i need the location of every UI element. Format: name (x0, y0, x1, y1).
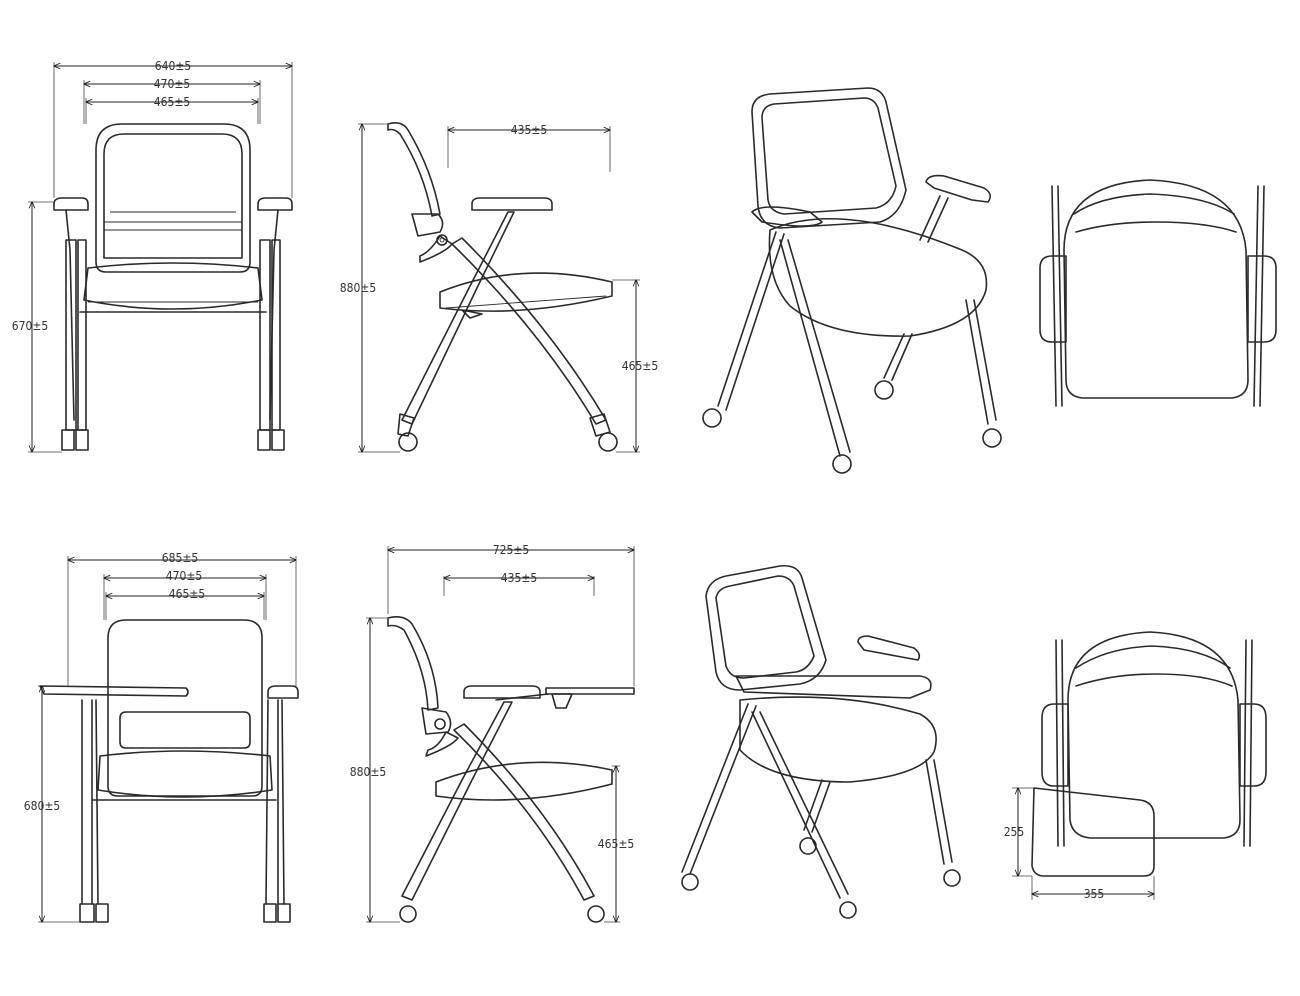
dim-seat-height: 465±5 (622, 359, 659, 373)
dim-seat-width-2: 465±5 (169, 587, 206, 601)
dim-depth-2: 435±5 (501, 571, 538, 585)
dim-depth: 435±5 (511, 123, 548, 137)
top-front-view: 640±5 470±5 465±5 670±5 (12, 59, 293, 452)
dim-tablet-depth: 255 (1004, 825, 1025, 839)
dim-arm-height: 670±5 (12, 319, 49, 333)
dim-seat-height-2: 465±5 (598, 837, 635, 851)
dim-arm-width-2: 470±5 (166, 569, 203, 583)
dim-arm-height-2: 680±5 (24, 799, 61, 813)
dim-overall-width-2: 685±5 (162, 551, 199, 565)
bottom-front-view: 685±5 470±5 465±5 680±5 (24, 551, 299, 923)
top-perspective-view (702, 87, 1002, 474)
dim-seat-width: 465±5 (154, 95, 191, 109)
dim-overall-depth-2: 725±5 (493, 543, 530, 557)
dim-height-2: 880±5 (350, 765, 387, 779)
dim-overall-width: 640±5 (155, 59, 192, 73)
bottom-perspective-view (681, 564, 961, 919)
bottom-plan-view: 255 355 (1004, 631, 1267, 901)
top-plan-view (1039, 179, 1277, 407)
dim-arm-width: 470±5 (154, 77, 191, 91)
dim-tablet-width: 355 (1084, 887, 1105, 901)
bottom-side-view: 725±5 435±5 880±5 465±5 (350, 543, 635, 923)
dim-height: 880±5 (340, 281, 377, 295)
top-side-view: 880±5 435±5 465±5 (340, 122, 659, 452)
